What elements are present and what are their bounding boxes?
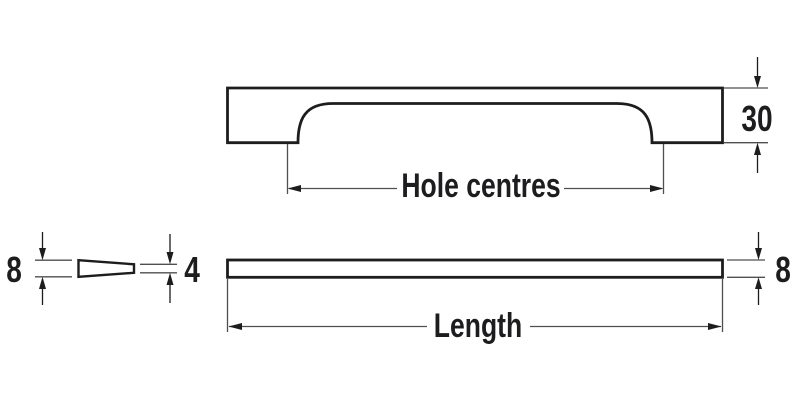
height-value: 30 [741,98,773,139]
height-arrow-bottom [754,142,761,155]
length-label: Length [433,307,523,345]
plan-depth-arrow-bottom [755,277,762,289]
length-arrow-left [228,323,242,330]
handle-plan-outline [226,258,724,279]
side-rear-arrow-top [39,248,46,261]
length-arrow-right [708,323,722,330]
side-rear-arrow-bottom [39,276,46,289]
hole-centres-arrow-right [650,185,664,192]
handle-front-outline [226,86,724,145]
side-front-depth-value: 4 [184,249,200,290]
hole-centres-label: Hole centres [401,167,561,205]
side-front-arrow-top [166,252,174,265]
front-view [226,57,768,194]
side-rear-depth-value: 8 [6,249,22,290]
hole-centres-arrow-left [287,185,301,192]
handle-side-profile [77,258,136,279]
plan-depth-arrow-top [755,248,762,260]
height-arrow-top [754,76,761,88]
side-view [35,232,177,305]
plan-view [226,232,765,332]
side-front-arrow-bottom [166,272,174,285]
plan-depth-value: 8 [775,249,791,290]
